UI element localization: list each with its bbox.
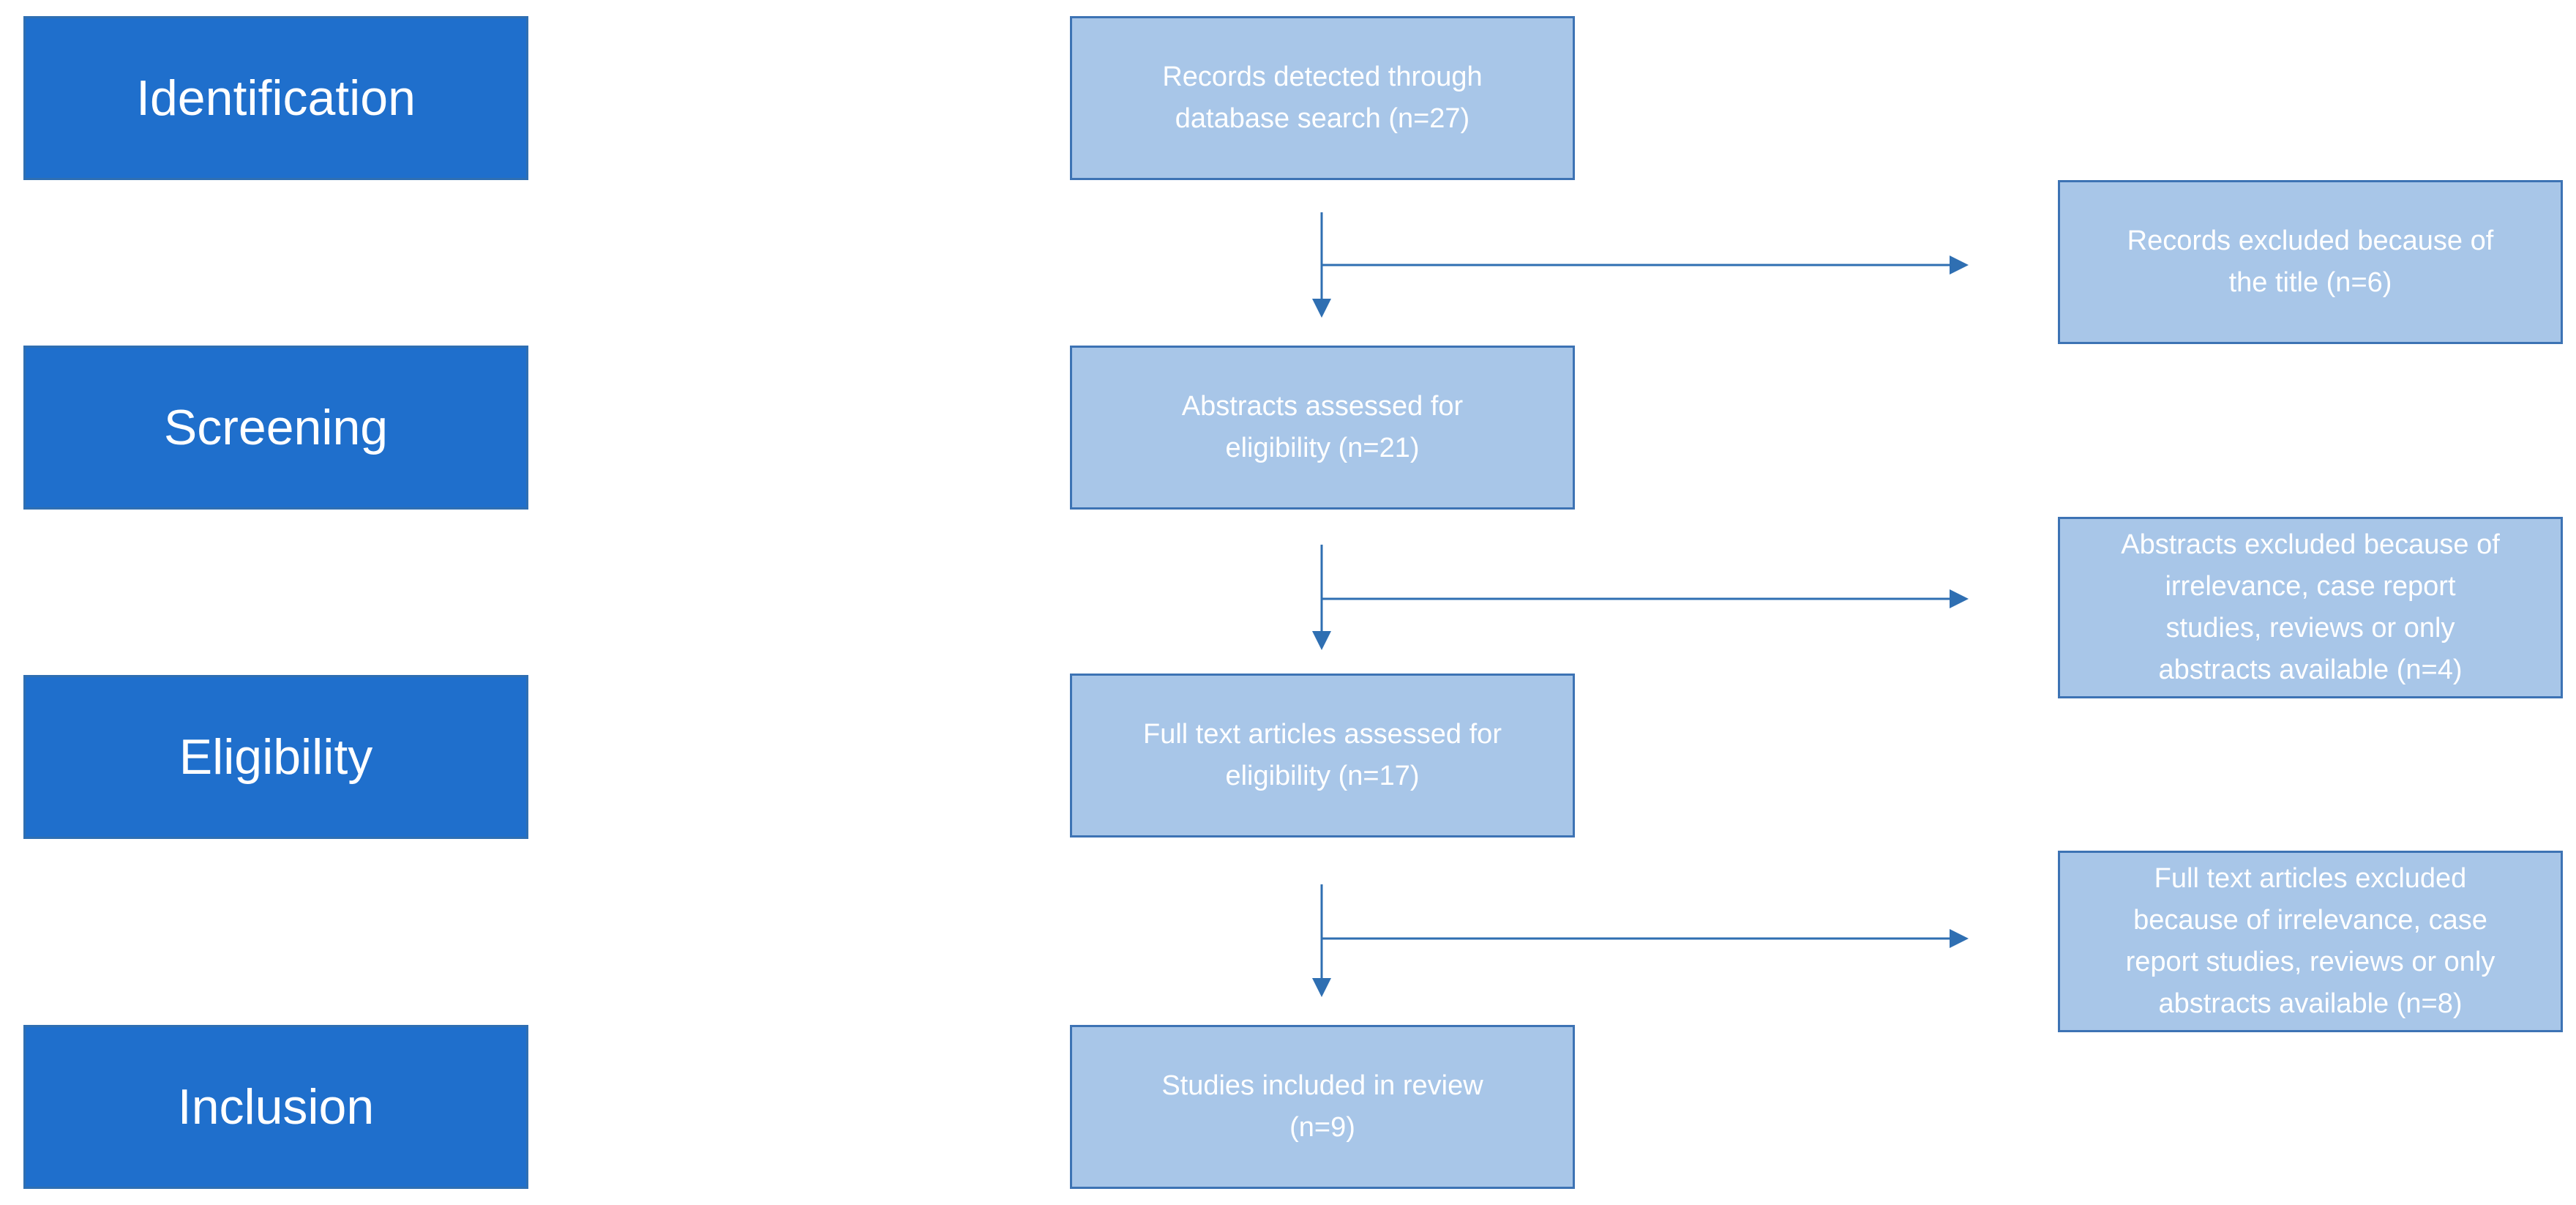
flow-box-text: Abstracts assessed for eligibility (n=21… [1181, 391, 1464, 463]
exclusion-box-text: Records excluded because of the title (n… [2127, 225, 2494, 298]
flow-box-text: Full text articles assessed for eligibil… [1143, 719, 1502, 791]
exclusion-box-full-text: Full text articles excluded because of i… [2058, 851, 2563, 1032]
stage-screening: Screening [23, 346, 528, 510]
connector-1 [1312, 212, 1969, 318]
flow-box-text: Studies included in review (n=9) [1161, 1070, 1483, 1143]
stage-eligibility: Eligibility [23, 675, 528, 839]
stage-label: Inclusion [177, 1078, 375, 1135]
exclusion-box-text: Full text articles excluded because of i… [2125, 863, 2496, 1019]
flow-box-abstracts-assessed: Abstracts assessed for eligibility (n=21… [1070, 346, 1575, 510]
exclusion-box-abstracts: Abstracts excluded because of irrelevanc… [2058, 517, 2563, 698]
connector-2 [1312, 545, 1969, 650]
stage-label: Eligibility [179, 728, 373, 785]
stage-label: Screening [163, 399, 389, 455]
stage-label: Identification [136, 70, 416, 126]
connector-3 [1312, 884, 1969, 997]
exclusion-box-title: Records excluded because of the title (n… [2058, 180, 2563, 344]
flow-box-text: Records detected through database search… [1162, 61, 1483, 134]
flow-box-records-detected: Records detected through database search… [1070, 16, 1575, 180]
stage-inclusion: Inclusion [23, 1025, 528, 1189]
exclusion-box-text: Abstracts excluded because of irrelevanc… [2121, 529, 2500, 685]
flow-box-studies-included: Studies included in review (n=9) [1070, 1025, 1575, 1189]
flow-box-full-text-assessed: Full text articles assessed for eligibil… [1070, 674, 1575, 837]
stage-identification: Identification [23, 16, 528, 180]
